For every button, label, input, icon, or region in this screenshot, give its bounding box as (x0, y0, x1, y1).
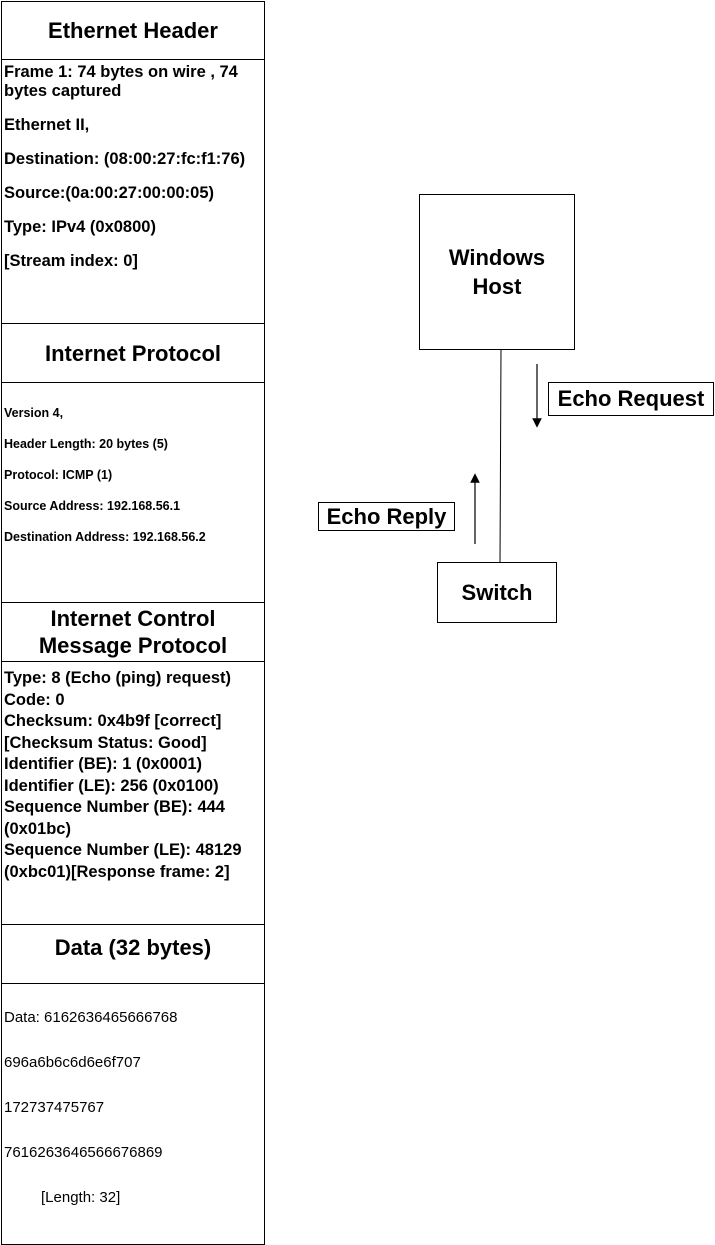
data-payload-line-1: Data: 6162636465666768 (4, 1009, 178, 1026)
ethernet-frame-line: Frame 1: 74 bytes on wire , 74 bytes cap… (4, 63, 238, 100)
icmp-code-line: Code: 0 (4, 690, 65, 709)
ip-protocol-line: Protocol: ICMP (1) (4, 468, 113, 482)
echo-request-label: Echo Request (557, 386, 705, 411)
echo-reply-label-box: Echo Reply (318, 502, 455, 531)
windows-host-node: Windows Host (419, 194, 575, 350)
data-header-title: Data (32 bytes) (54, 935, 212, 960)
data-header-title-box: Data (32 bytes) (1, 924, 265, 984)
icmp-type-line: Type: 8 (Echo (ping) request) (4, 669, 232, 687)
icmp-identifier-be-line: Identifier (BE): 1 (0x0001) (4, 755, 203, 773)
icmp-checksum-status-line: [Checksum Status: Good] (4, 733, 207, 752)
host-switch-link (499, 348, 502, 564)
ip-version-line: Version 4, (4, 406, 64, 420)
ethernet-stream-index-line: [Stream index: 0] (4, 252, 138, 270)
icmp-sequence-le-line: Sequence Number (LE): 48129 (0xbc01)[Res… (4, 841, 242, 881)
ip-header-length-line: Header Length: 20 bytes (5) (4, 437, 168, 451)
icmp-header-title-box: Internet Control Message Protocol (1, 602, 265, 662)
ethernet-source-line: Source:(0a:00:27:00:00:05) (4, 184, 215, 202)
ip-header-title-box: Internet Protocol (1, 323, 265, 383)
echo-reply-label: Echo Reply (326, 503, 447, 529)
echo-request-label-box: Echo Request (548, 382, 714, 416)
data-payload-details: Data: 6162636465666768 696a6b6c6d6e6f707… (1, 983, 265, 1245)
ip-header-title: Internet Protocol (44, 340, 221, 366)
windows-host-label: Windows Host (448, 245, 546, 299)
ethernet-type-line: Ethernet II, (4, 116, 90, 134)
icmp-header-title: Internet Control Message Protocol (38, 606, 228, 658)
switch-label: Switch (461, 580, 533, 605)
ethernet-destination-line: Destination: (08:00:27:fc:f1:76) (4, 150, 246, 168)
icmp-identifier-le-line: Identifier (LE): 256 (0x0100) (4, 776, 219, 795)
icmp-sequence-be-line: Sequence Number (BE): 444 (0x01bc) (4, 798, 225, 838)
switch-node: Switch (437, 562, 557, 623)
ip-source-address-line: Source Address: 192.168.56.1 (4, 499, 181, 513)
data-length-line: [Length: 32] (41, 1189, 121, 1206)
data-payload-line-4: 7616263646566676869 (4, 1144, 163, 1161)
ip-header-details: Version 4, Header Length: 20 bytes (5) P… (1, 382, 265, 603)
data-payload-line-2: 696a6b6c6d6e6f707 (4, 1054, 141, 1071)
icmp-checksum-line: Checksum: 0x4b9f [correct] (4, 712, 222, 730)
ip-destination-address-line: Destination Address: 192.168.56.2 (4, 530, 206, 544)
ethernet-header-title-box: Ethernet Header (1, 1, 265, 60)
icmp-header-details: Type: 8 (Echo (ping) request) Code: 0 Ch… (1, 661, 265, 925)
ethernet-header-title: Ethernet Header (48, 18, 218, 43)
data-payload-line-3: 172737475767 (4, 1099, 105, 1116)
ethernet-ethertype-line: Type: IPv4 (0x0800) (4, 218, 156, 236)
